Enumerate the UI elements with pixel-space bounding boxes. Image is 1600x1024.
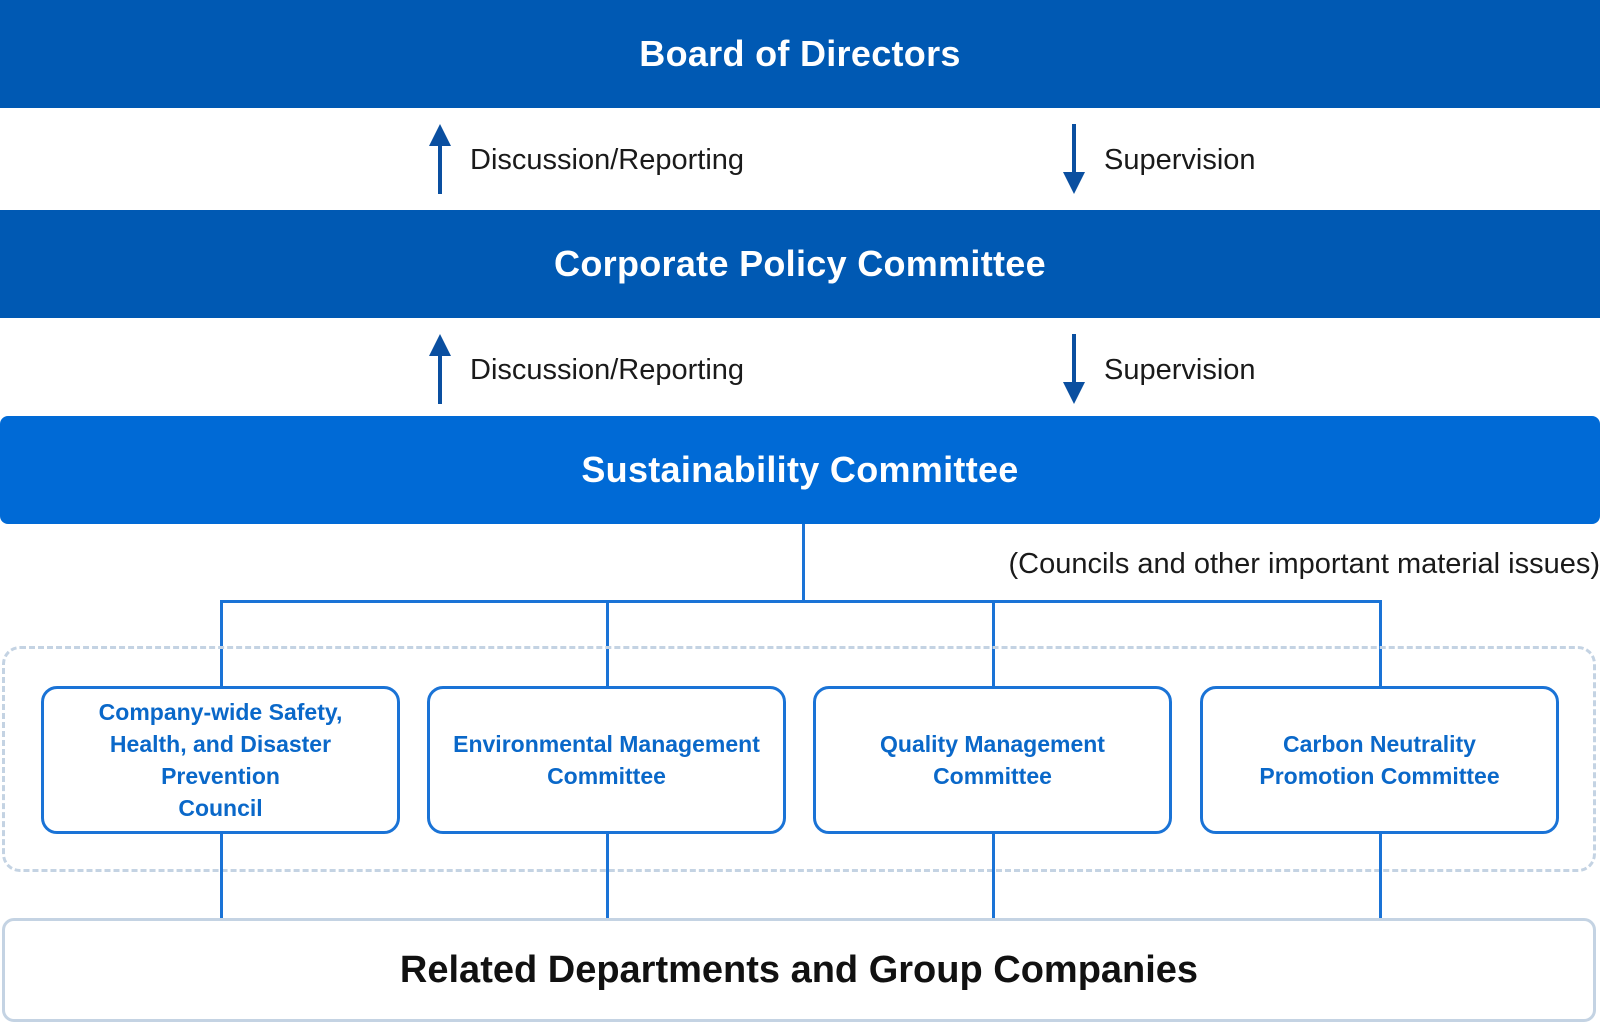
down-arrow-icon — [1063, 124, 1085, 194]
lower-connector-4 — [1379, 834, 1382, 920]
committee-label: Company-wide Safety, Health, and Disaste… — [98, 699, 343, 821]
board-of-directors-box: Board of Directors — [0, 0, 1600, 108]
committee-box-environmental-management: Environmental Management Committee — [427, 686, 786, 834]
discussion-reporting-label: Discussion/Reporting — [470, 354, 745, 386]
trunk-connector-line — [802, 524, 805, 602]
branch-line-4 — [1379, 600, 1382, 686]
committee-label: Quality Management Committee — [880, 731, 1105, 789]
committees-dashed-group — [2, 646, 1596, 872]
committee-box-carbon-neutrality: Carbon Neutrality Promotion Committee — [1200, 686, 1559, 834]
branch-line-2 — [606, 600, 609, 686]
committee-label: Environmental Management Committee — [453, 731, 760, 789]
supervision-label: Supervision — [1104, 144, 1256, 176]
related-departments-box: Related Departments and Group Companies — [2, 918, 1596, 1022]
down-arrow-icon — [1063, 334, 1085, 404]
branch-line-3 — [992, 600, 995, 686]
supervision-label: Supervision — [1104, 354, 1256, 386]
branch-line-1 — [220, 600, 223, 686]
corporate-policy-committee-title: Corporate Policy Committee — [554, 243, 1046, 284]
sustainability-committee-title: Sustainability Committee — [581, 449, 1019, 490]
related-departments-title: Related Departments and Group Companies — [399, 948, 1199, 991]
committee-box-safety-council: Company-wide Safety, Health, and Disaste… — [41, 686, 400, 834]
up-arrow-icon — [429, 124, 451, 194]
up-arrow-icon — [429, 334, 451, 404]
branch-horizontal-line — [220, 600, 1382, 603]
sustainability-committee-box: Sustainability Committee — [0, 416, 1600, 524]
lower-connector-1 — [220, 834, 223, 920]
committee-label: Carbon Neutrality Promotion Committee — [1259, 731, 1500, 789]
board-of-directors-title: Board of Directors — [639, 33, 961, 74]
discussion-reporting-label: Discussion/Reporting — [470, 144, 745, 176]
corporate-policy-committee-box: Corporate Policy Committee — [0, 210, 1600, 318]
councils-note: (Councils and other important material i… — [1008, 548, 1600, 580]
committee-box-quality-management: Quality Management Committee — [813, 686, 1172, 834]
lower-connector-2 — [606, 834, 609, 920]
lower-connector-3 — [992, 834, 995, 920]
